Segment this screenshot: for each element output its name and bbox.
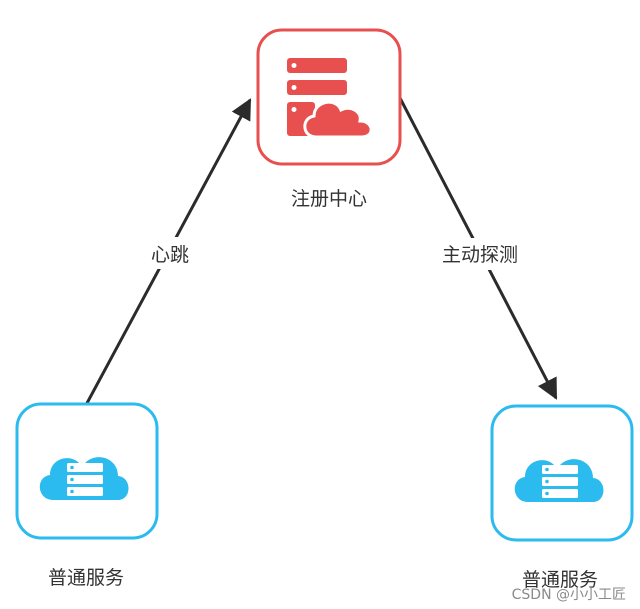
probe-label: 主动探测 xyxy=(442,244,518,266)
registry-node: 注册中心 xyxy=(256,28,402,210)
service-node-left: 普通服务 xyxy=(15,402,159,589)
server-cloud-icon xyxy=(287,58,373,139)
service-left-label: 普通服务 xyxy=(48,567,124,589)
probe-label-bg xyxy=(426,238,534,270)
registry-label: 注册中心 xyxy=(291,188,367,210)
registry-frame xyxy=(256,28,402,166)
watermark: CSDN @小小工匠 xyxy=(512,587,626,603)
heartbeat-label-bg xyxy=(138,237,202,269)
heartbeat-label: 心跳 xyxy=(151,244,189,266)
cloud-server-icon xyxy=(39,457,129,500)
cloud-server-icon xyxy=(514,459,604,502)
service-right-label: 普通服务 xyxy=(522,569,598,591)
service-node-right: 普通服务 xyxy=(490,404,634,591)
